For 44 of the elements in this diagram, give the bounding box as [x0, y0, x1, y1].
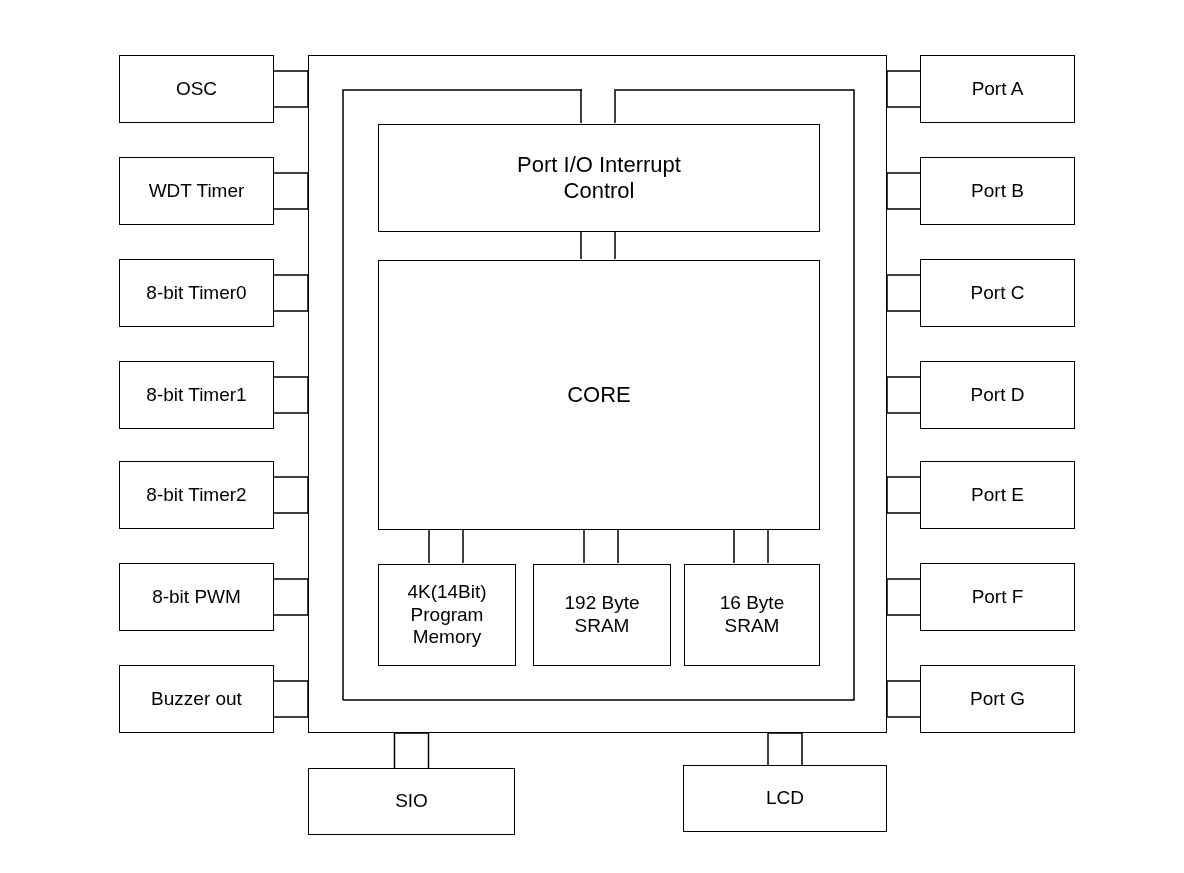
memory-block: 16 Byte SRAM — [684, 564, 820, 666]
peripheral-block: Port G — [920, 665, 1075, 733]
peripheral-block: LCD — [683, 765, 887, 832]
peripheral-block: Port C — [920, 259, 1075, 327]
interrupt-control-block: Port I/O Interrupt Control — [378, 124, 820, 232]
memory-block: 192 Byte SRAM — [533, 564, 671, 666]
bus-connector — [273, 376, 309, 414]
peripheral-block: OSC — [119, 55, 274, 123]
chip-frame — [343, 90, 854, 700]
peripheral-block: 8-bit Timer0 — [119, 259, 274, 327]
peripheral-block: SIO — [308, 768, 515, 835]
bus-connector — [886, 376, 921, 414]
core-block: CORE — [378, 260, 820, 530]
bus-connector — [580, 88, 616, 124]
peripheral-block: Port A — [920, 55, 1075, 123]
peripheral-block: WDT Timer — [119, 157, 274, 225]
bus-connector — [273, 70, 309, 108]
bus-connector — [886, 578, 921, 616]
bus-connector — [886, 476, 921, 514]
bus-connector — [273, 274, 309, 312]
bus-connector — [886, 274, 921, 312]
bus-connector — [580, 230, 616, 260]
bus-connector — [393, 732, 430, 769]
peripheral-block: 8-bit PWM — [119, 563, 274, 631]
bus-connector — [583, 528, 619, 564]
peripheral-block: Port D — [920, 361, 1075, 429]
bus-connector — [273, 680, 309, 718]
peripheral-block: Port B — [920, 157, 1075, 225]
bus-connector — [767, 732, 803, 766]
bus-outline — [308, 55, 887, 733]
bus-connector — [886, 172, 921, 210]
bus-connector — [428, 528, 464, 564]
memory-block: 4K(14Bit) Program Memory — [378, 564, 516, 666]
peripheral-block: 8-bit Timer1 — [119, 361, 274, 429]
bus-connector — [273, 172, 309, 210]
bus-connector — [886, 680, 921, 718]
bus-connector — [273, 476, 309, 514]
bus-connector — [733, 528, 769, 564]
peripheral-block: Port E — [920, 461, 1075, 529]
peripheral-block: 8-bit Timer2 — [119, 461, 274, 529]
peripheral-block: Port F — [920, 563, 1075, 631]
peripheral-block: Buzzer out — [119, 665, 274, 733]
bus-connector — [273, 578, 309, 616]
bus-connector — [886, 70, 921, 108]
